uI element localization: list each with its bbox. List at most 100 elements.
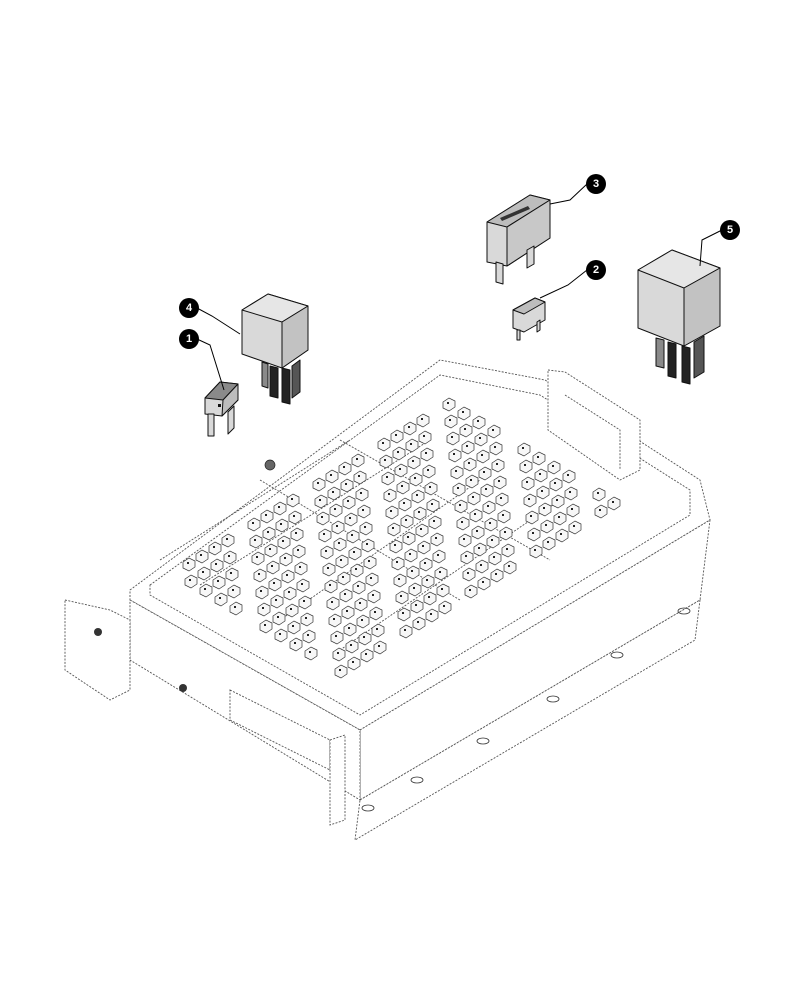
fuse-slot-contact <box>467 572 469 574</box>
fuse-slot-contact <box>327 567 329 569</box>
fuse-slot <box>326 596 340 611</box>
fuse-slot-contact <box>560 533 562 535</box>
fuse-slot-contact <box>455 470 457 472</box>
fuse-slot <box>351 453 365 468</box>
fuse-slot <box>459 423 473 438</box>
fuse-slot-contact <box>407 536 409 538</box>
fuse-slot <box>456 516 470 531</box>
fuse-slot <box>486 534 500 549</box>
fuse-slot-contact <box>365 653 367 655</box>
fuse-slot <box>464 584 478 599</box>
fuse-slot-contact <box>345 483 347 485</box>
fuse-slot-contact <box>468 462 470 464</box>
fuse-slot-contact <box>411 570 413 572</box>
fuse-slot <box>274 628 288 643</box>
fuse-slot <box>457 406 471 421</box>
callout-1[interactable]: 1 <box>179 329 199 349</box>
fuse-slot-contact <box>437 554 439 556</box>
fuse-slot-contact <box>433 520 435 522</box>
fuse-slot <box>536 485 550 500</box>
fuse-slot <box>400 514 414 529</box>
fuse-slot <box>210 558 224 573</box>
fuse-slot <box>484 517 498 532</box>
fuse-slot <box>476 449 490 464</box>
fuse-slot-contact <box>481 454 483 456</box>
fuse-slot <box>540 519 554 534</box>
fuse-slot-contact <box>267 531 269 533</box>
fuse-slot-contact <box>343 466 345 468</box>
callout-5[interactable]: 5 <box>720 220 740 240</box>
fuse-slot <box>342 495 356 510</box>
fuse-slot-contact <box>364 526 366 528</box>
fuse-slot-contact <box>492 429 494 431</box>
leader-1 <box>196 338 225 391</box>
fuse-slot <box>260 509 274 524</box>
fuse-slot-contact <box>392 527 394 529</box>
fuse-slot-contact <box>353 551 355 553</box>
fuse-slot <box>517 442 531 457</box>
fuse-slot <box>330 630 344 645</box>
fuse-slot-contact <box>476 530 478 532</box>
fuse-slot <box>534 468 548 483</box>
fuse-slot <box>312 477 326 492</box>
fuse-slot <box>501 543 515 558</box>
fuse-slot <box>371 623 385 638</box>
fuse-slot <box>329 503 343 518</box>
fuse-slot <box>415 523 429 538</box>
fuse-slot <box>551 494 565 509</box>
fuse-slot <box>281 569 295 584</box>
fuse-slot-contact <box>228 555 230 557</box>
fuse-slot <box>412 616 426 631</box>
fuse-slot-contact <box>202 571 204 573</box>
fuse-slot-contact <box>332 491 334 493</box>
fuse-slot <box>503 560 517 575</box>
fuse-slot <box>521 476 535 491</box>
fuse-slot <box>328 613 342 628</box>
fuse-slot-contact <box>487 505 489 507</box>
fuse-slot-contact <box>384 459 386 461</box>
fuse-slot-contact <box>453 453 455 455</box>
fuse-slot-contact <box>431 503 433 505</box>
fuse-slot <box>393 573 407 588</box>
fuse-slot <box>350 563 364 578</box>
fuse-slot-contact <box>234 606 236 608</box>
fuse-slot-contact <box>362 509 364 511</box>
fuse-slot <box>480 483 494 498</box>
fuse-slot-contact <box>187 562 189 564</box>
fuse-slot-contact <box>329 584 331 586</box>
fuse-slot-contact <box>348 627 350 629</box>
fuse-slot <box>438 600 452 615</box>
fuse-slot <box>395 590 409 605</box>
callout-4[interactable]: 4 <box>179 298 199 318</box>
fuse-slot <box>283 586 297 601</box>
callout-3[interactable]: 3 <box>586 174 606 194</box>
fuse-slot-contact <box>537 456 539 458</box>
fuse-slot <box>416 413 430 428</box>
fuse-slot-contact <box>215 563 217 565</box>
leader-4 <box>196 307 241 335</box>
fuse-slot <box>390 429 404 444</box>
fuse-slot <box>405 438 419 453</box>
fuse-slot <box>420 447 434 462</box>
fuse-slot-contact <box>368 560 370 562</box>
fuse-slot <box>607 496 621 511</box>
fuse-slot-contact <box>204 588 206 590</box>
fuse-slot-contact <box>282 540 284 542</box>
leader-3 <box>549 183 588 205</box>
fuse-slot-contact <box>288 591 290 593</box>
fuse-slot-contact <box>323 533 325 535</box>
callout-2[interactable]: 2 <box>586 260 606 280</box>
fuse-slot-contact <box>612 501 614 503</box>
fuse-slot-contact <box>404 629 406 631</box>
fuse-slot-contact <box>524 464 526 466</box>
fuse-slot <box>529 544 543 559</box>
fuse-slot-contact <box>307 634 309 636</box>
fuse-slot-contact <box>226 538 228 540</box>
fuse-slot <box>225 567 239 582</box>
fuse-slot-contact <box>543 507 545 509</box>
fuse-slot-contact <box>569 491 571 493</box>
fuse-slot <box>337 571 351 586</box>
fuse-slot-contact <box>463 538 465 540</box>
fuse-slot <box>379 454 393 469</box>
